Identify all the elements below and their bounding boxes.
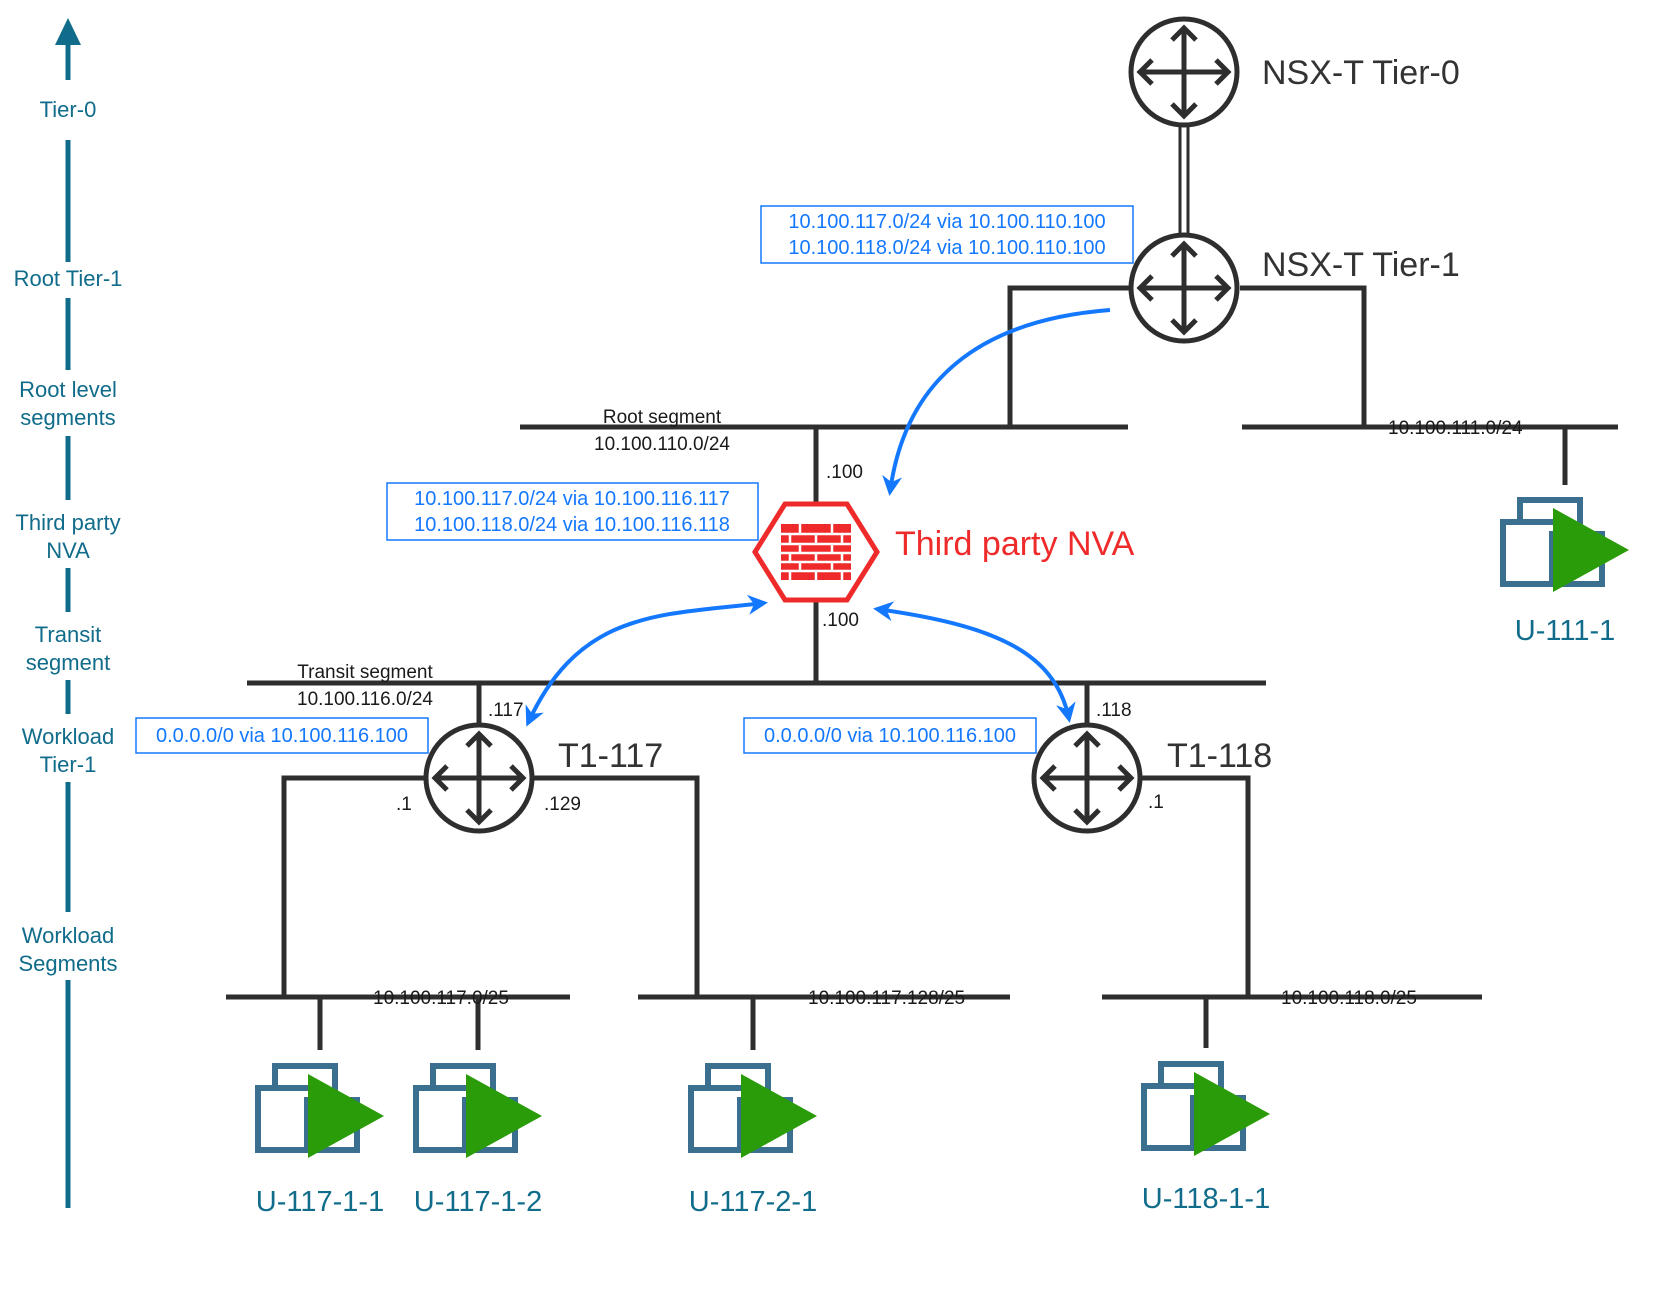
route-entry: 0.0.0.0/0 via 10.100.116.100 <box>156 725 408 747</box>
vm-label: U-117-2-1 <box>689 1186 817 1218</box>
vm-u111-1-icon <box>1503 500 1629 592</box>
route-entry: 10.100.118.0/24 via 10.100.116.118 <box>414 514 730 536</box>
level-label: Root Tier-1 <box>14 266 123 291</box>
nva-top-port: .100 <box>826 462 863 483</box>
tier1-label: NSX-T Tier-1 <box>1262 246 1460 284</box>
nva-route-box: 10.100.117.0/24 via 10.100.116.117 10.10… <box>386 482 759 541</box>
t117-seg117b-link <box>532 775 700 997</box>
t117-seg117a-link <box>281 775 426 997</box>
route-entry: 0.0.0.0/0 via 10.100.116.100 <box>764 725 1016 747</box>
route-entry: 10.100.117.0/24 via 10.100.116.117 <box>414 488 730 510</box>
seg117a-cidr: 10.100.117.0/25 <box>373 988 509 1009</box>
vm-u117-1-1-icon <box>258 1066 384 1158</box>
tier1-route-box: 10.100.117.0/24 via 10.100.110.100 10.10… <box>760 205 1134 264</box>
t117-route-box: 0.0.0.0/0 via 10.100.116.100 <box>135 717 429 754</box>
root-segment-name: Root segment <box>603 407 722 428</box>
root-segment-cidr: 10.100.110.0/24 <box>594 434 730 455</box>
t117-left-port: .1 <box>396 794 412 815</box>
seg117b-cidr: 10.100.117.128/25 <box>808 988 965 1009</box>
route-arrow-nva-t118 <box>873 601 1076 723</box>
t118-seg118-link <box>1140 775 1251 997</box>
vm-label: U-117-1-1 <box>256 1186 384 1218</box>
vm-u118-1-1-icon <box>1144 1064 1270 1156</box>
nva-bottom-port: .100 <box>822 610 859 631</box>
tier0-label: NSX-T Tier-0 <box>1262 54 1460 92</box>
route-entry: 10.100.118.0/24 via 10.100.110.100 <box>788 237 1105 259</box>
transit-segment-name: Transit segment <box>297 662 433 683</box>
nva-label: Third party NVA <box>895 525 1135 563</box>
vm-u117-2-1-icon <box>691 1066 817 1158</box>
t1-118-label: T1-118 <box>1167 737 1272 775</box>
t118-down-port: .1 <box>1148 792 1164 813</box>
tier1-seg111-link <box>1240 285 1367 427</box>
seg118-cidr: 10.100.118.0/25 <box>1281 988 1417 1009</box>
t117-up-port: .117 <box>488 700 524 721</box>
vm-label: U-111-1 <box>1515 615 1615 647</box>
t1-117-router-icon <box>426 725 532 831</box>
firewall-icon <box>752 501 880 603</box>
t1-118-router-icon <box>1034 725 1140 831</box>
vm-label: U-118-1-1 <box>1142 1183 1270 1215</box>
level-label: Tier-0 <box>40 97 97 122</box>
seg111-cidr: 10.100.111.0/24 <box>1388 418 1523 439</box>
t1-117-label: T1-117 <box>558 737 663 775</box>
tier0-router-icon <box>1131 19 1237 125</box>
vm-u117-1-2-icon <box>416 1066 542 1158</box>
t118-up-port: .118 <box>1096 700 1132 721</box>
transit-segment-cidr: 10.100.116.0/24 <box>297 689 433 710</box>
tier1-root-link <box>1007 285 1134 427</box>
t117-right-port: .129 <box>544 794 581 815</box>
route-arrow-tier1-nva <box>882 308 1111 496</box>
tier1-router-icon <box>1131 235 1237 341</box>
route-entry: 10.100.117.0/24 via 10.100.110.100 <box>788 211 1105 233</box>
vm-label: U-117-1-2 <box>414 1186 542 1218</box>
route-arrow-nva-t117 <box>525 594 768 727</box>
axis-arrow-head <box>55 18 81 45</box>
t118-route-box: 0.0.0.0/0 via 10.100.116.100 <box>743 717 1037 754</box>
